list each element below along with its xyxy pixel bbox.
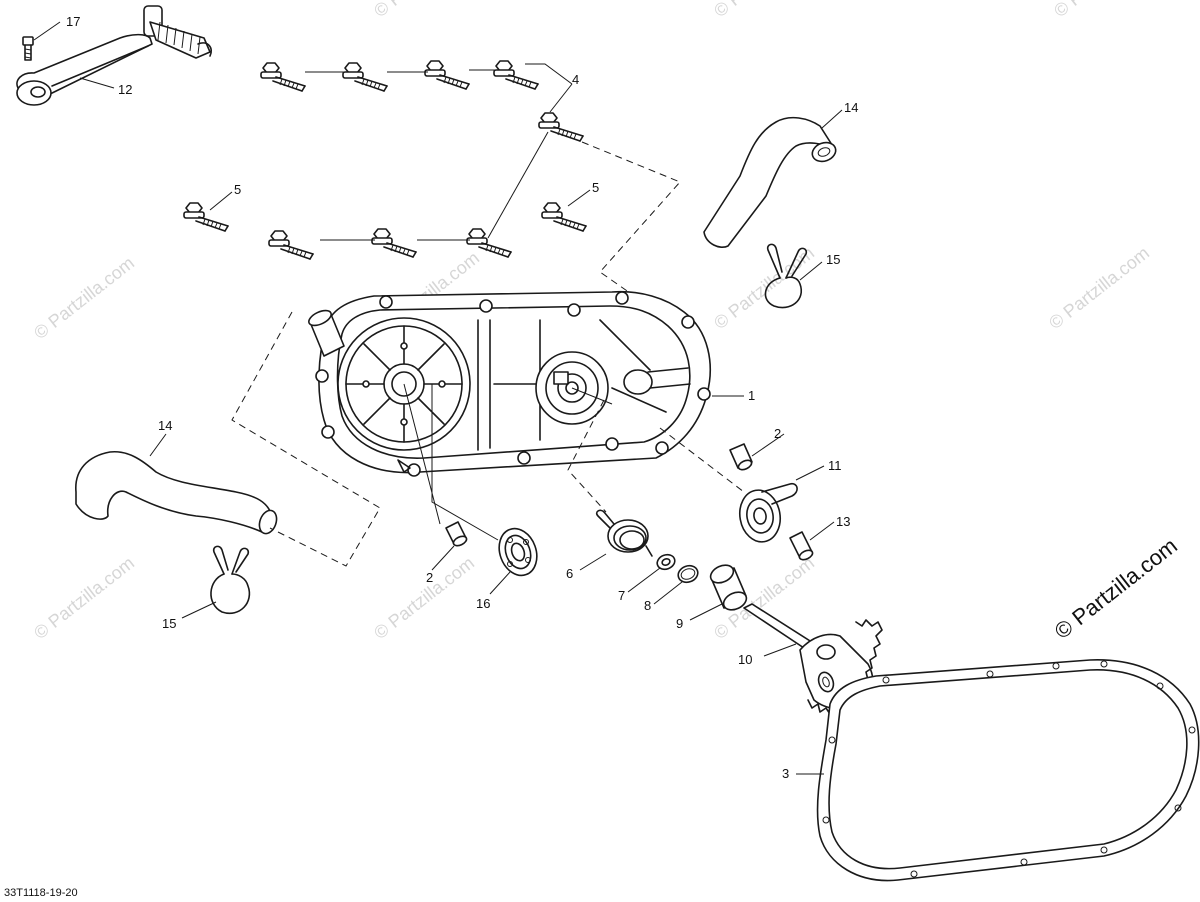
part-8-circlip bbox=[677, 564, 699, 584]
part-15-clamp-upper bbox=[764, 243, 808, 309]
part-1-transmission-cover bbox=[308, 290, 712, 477]
part-4-bolts bbox=[260, 60, 584, 260]
bolt-connector-lines bbox=[305, 63, 681, 301]
callout-15-lower: 15 bbox=[162, 616, 176, 631]
alignment-lines bbox=[231, 311, 745, 567]
part-16-bearing bbox=[498, 527, 538, 577]
callout-14-upper: 14 bbox=[844, 100, 858, 115]
callout-4: 4 bbox=[572, 72, 579, 87]
callout-9: 9 bbox=[676, 616, 683, 631]
part-3-cover-gasket bbox=[816, 659, 1200, 882]
callout-13: 13 bbox=[836, 514, 850, 529]
part-15-clamp-lower bbox=[210, 545, 251, 615]
callout-14-lower: 14 bbox=[158, 418, 172, 433]
callout-2-right: 2 bbox=[774, 426, 781, 441]
part-7-washer bbox=[656, 553, 676, 571]
watermark-text: © Partzilla.com bbox=[1045, 243, 1153, 333]
callout-16: 16 bbox=[476, 596, 490, 611]
callout-17: 17 bbox=[66, 14, 80, 29]
callout-6: 6 bbox=[566, 566, 573, 581]
callout-10: 10 bbox=[738, 652, 752, 667]
part-2-dowel-pin-left bbox=[445, 521, 468, 547]
part-17-small-bolt bbox=[22, 36, 34, 61]
callout-7: 7 bbox=[618, 588, 625, 603]
callout-labels: 17 12 4 5 5 14 15 1 2 11 13 14 15 2 16 6… bbox=[66, 14, 858, 781]
watermark-text: © Partzilla.com bbox=[370, 0, 478, 21]
part-9-bushing bbox=[709, 564, 748, 611]
callout-5-left: 5 bbox=[234, 182, 241, 197]
callout-11: 11 bbox=[828, 458, 842, 473]
callout-1: 1 bbox=[748, 388, 755, 403]
callout-12: 12 bbox=[118, 82, 132, 97]
copyright-text: © Partzilla.com bbox=[1050, 533, 1182, 644]
part-6-kick-spring bbox=[595, 509, 653, 557]
part-14-hose-upper bbox=[703, 116, 837, 248]
part-13-pin bbox=[789, 531, 814, 561]
callout-3: 3 bbox=[782, 766, 789, 781]
callout-15-upper: 15 bbox=[826, 252, 840, 267]
watermark-text: © Partzilla.com bbox=[30, 553, 138, 643]
watermark-text: © Partzilla.com bbox=[1050, 0, 1158, 21]
callout-2-left: 2 bbox=[426, 570, 433, 585]
leader-lines bbox=[33, 21, 843, 775]
part-14-hose-lower bbox=[75, 450, 278, 535]
watermark-text: © Partzilla.com bbox=[710, 0, 818, 21]
watermark-text: © Partzilla.com bbox=[370, 553, 478, 643]
callout-8: 8 bbox=[644, 598, 651, 613]
part-2-dowel-pin-right bbox=[729, 443, 753, 471]
part-5-bolts bbox=[183, 202, 587, 232]
callout-5-right: 5 bbox=[592, 180, 599, 195]
part-12-kick-start-lever bbox=[16, 5, 213, 106]
watermark-text: © Partzilla.com bbox=[30, 253, 138, 343]
drawing-code: 33T1118-19-20 bbox=[4, 887, 78, 899]
part-11-driven-gear bbox=[738, 482, 798, 543]
